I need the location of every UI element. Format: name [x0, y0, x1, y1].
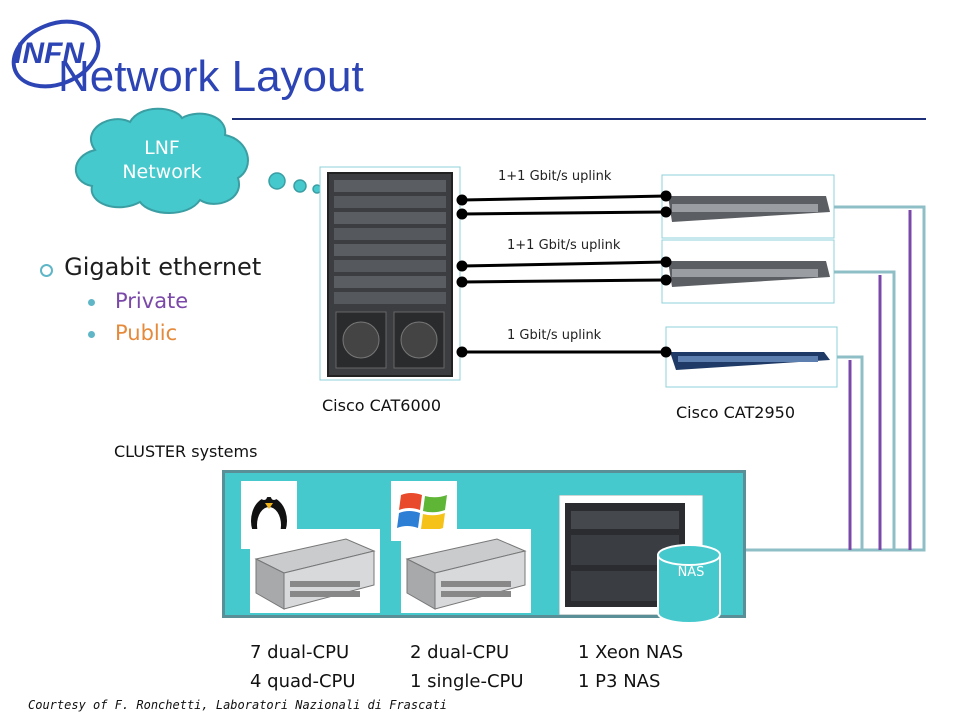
server-rack-2 [401, 529, 531, 613]
page-title: Network Layout [58, 52, 364, 101]
cisco-cat2950-switch [665, 326, 838, 388]
dot-bullet-icon [88, 330, 95, 338]
cluster-group-2-line2: 1 single-CPU [410, 671, 524, 692]
cloud-label: LNF Network [92, 136, 232, 184]
core-switch-caption: Cisco CAT6000 [322, 396, 441, 415]
dot-bullet-icon [88, 298, 95, 306]
cluster-group-3: 1 Xeon NAS 1 P3 NAS [578, 638, 683, 696]
infn-logo: INFN [11, 19, 101, 89]
cluster-group-2: 2 dual-CPU 1 single-CPU [410, 638, 524, 696]
cisco-cat6000-chassis [319, 166, 461, 381]
nas-database-icon [657, 544, 721, 624]
ring-bullet-icon [40, 264, 53, 277]
access-switch-caption: Cisco CAT2950 [676, 403, 795, 422]
credit-footer: Courtesy of F. Ronchetti, Laboratori Naz… [28, 698, 448, 712]
public-wires [746, 205, 926, 552]
cluster-title: CLUSTER systems [114, 442, 258, 461]
cluster-group-1: 7 dual-CPU 4 quad-CPU [250, 638, 356, 696]
bullet-main: Gigabit ethernet [40, 253, 261, 281]
uplink-wires [456, 190, 672, 358]
cluster-panel: NAS [222, 470, 746, 624]
uplink-label-3: 1 Gbit/s uplink [507, 328, 602, 343]
cluster-group-3-line2: 1 P3 NAS [578, 671, 661, 692]
lnf-network-cloud [74, 107, 322, 214]
bullet-public-label: Public [115, 321, 178, 345]
cisco-switch-2 [661, 239, 835, 304]
svg-text:INFN: INFN [14, 37, 85, 70]
cluster-group-1-line2: 4 quad-CPU [250, 671, 356, 692]
cluster-group-1-line1: 7 dual-CPU [250, 642, 350, 663]
cloud-label-line1: LNF [144, 137, 180, 159]
bullet-public: Public [88, 321, 261, 345]
cluster-group-2-line1: 2 dual-CPU [410, 642, 510, 663]
server-rack-1 [250, 529, 380, 613]
cluster-group-3-line1: 1 Xeon NAS [578, 642, 684, 663]
cloud-label-line2: Network [122, 161, 202, 183]
private-wires [848, 210, 912, 550]
bullet-gigabit: Gigabit ethernet [64, 253, 262, 281]
cisco-switch-1 [661, 174, 835, 239]
uplink-label-1: 1+1 Gbit/s uplink [498, 169, 612, 184]
title-underline [232, 118, 926, 120]
bullet-private-label: Private [115, 289, 189, 313]
bullet-list: Gigabit ethernet Private Public [40, 253, 261, 345]
bullet-private: Private [88, 289, 261, 313]
nas-badge-label: NAS [677, 565, 705, 580]
uplink-label-2: 1+1 Gbit/s uplink [507, 238, 621, 253]
